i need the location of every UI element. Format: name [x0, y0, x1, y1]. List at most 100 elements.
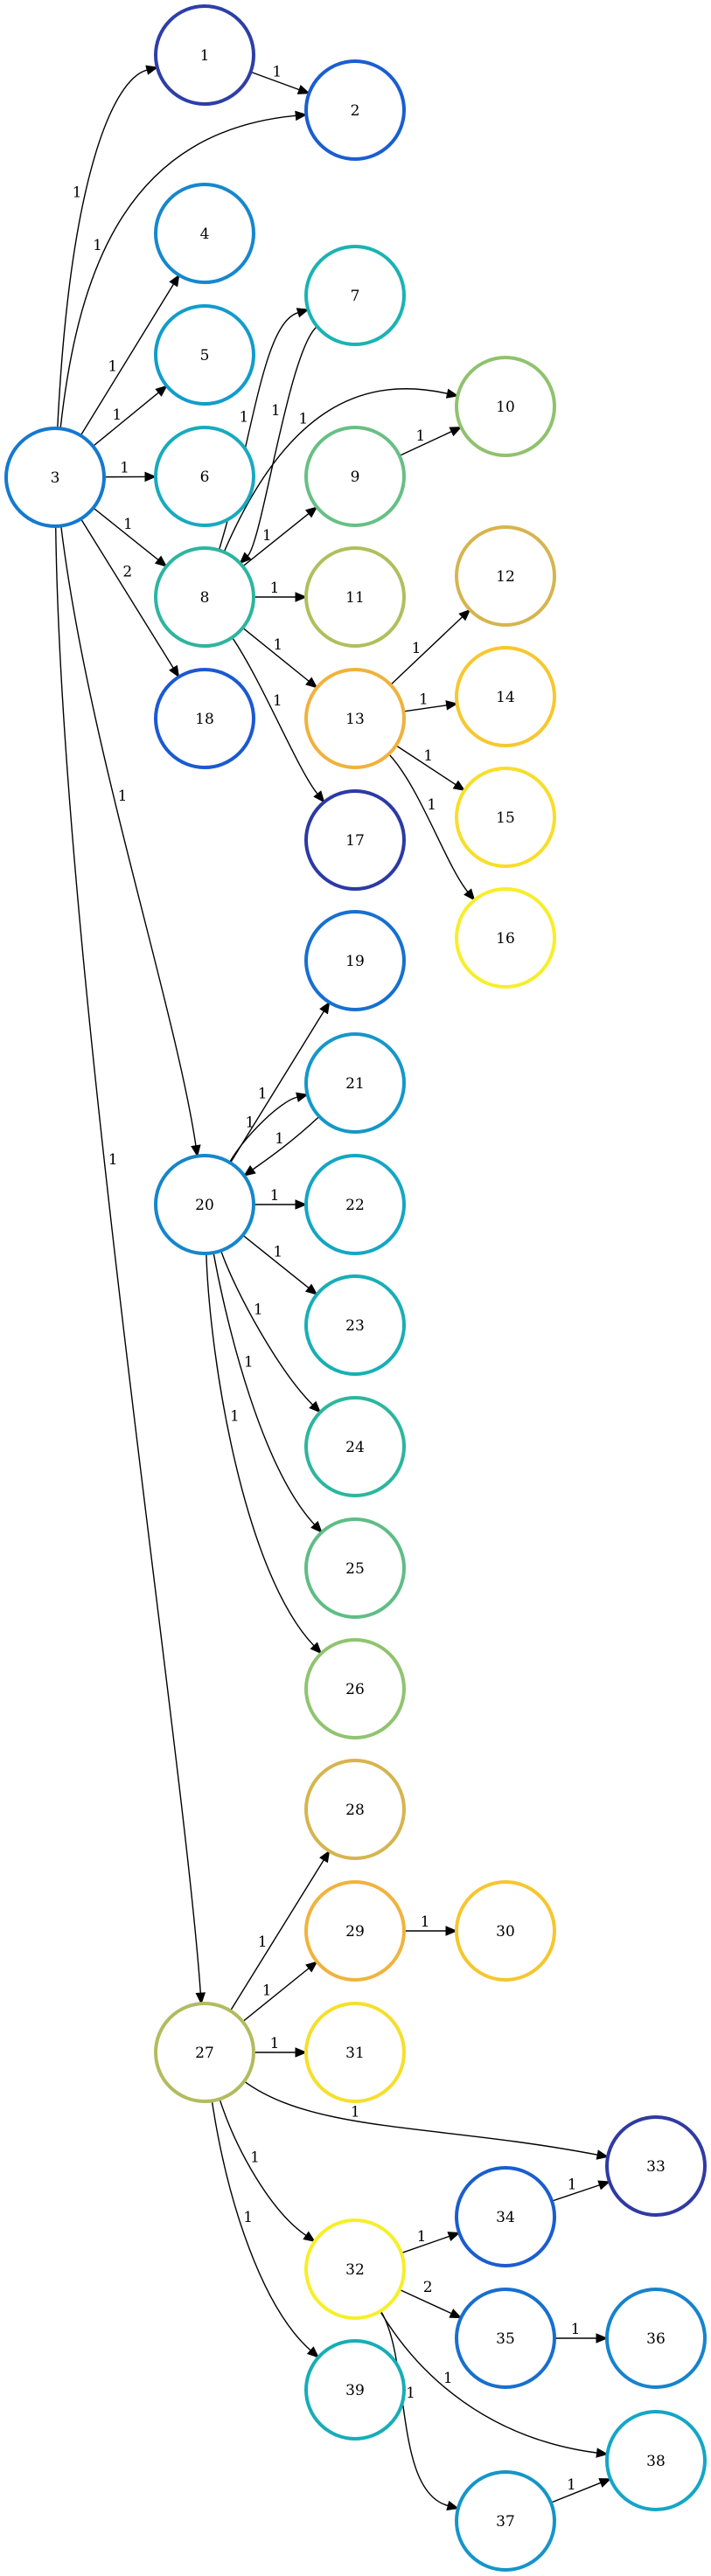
- edge-weight-label: 1: [244, 1354, 254, 1371]
- node-2[interactable]: 2: [304, 59, 406, 161]
- node-21[interactable]: 21: [304, 1032, 406, 1134]
- edge-32-to-37: 1: [380, 2310, 460, 2510]
- node-32[interactable]: 32: [304, 2218, 406, 2320]
- edge-line: [401, 2235, 450, 2254]
- node-8[interactable]: 8: [154, 546, 255, 648]
- node-label: 18: [195, 711, 214, 728]
- node-circle: [304, 59, 406, 161]
- edge-line: [243, 2080, 598, 2156]
- edge-weight-label: 1: [273, 636, 282, 654]
- edge-20-to-26: 1: [206, 1253, 323, 1655]
- arrowhead-icon: [446, 2500, 460, 2510]
- edge-20-to-25: 1: [213, 1252, 323, 1533]
- edge-21-to-20: 1: [243, 1115, 320, 1177]
- node-circle: [154, 304, 255, 406]
- node-label: 25: [345, 1560, 365, 1578]
- arrowhead-icon: [596, 2149, 610, 2160]
- edge-weight-label: 1: [108, 358, 117, 376]
- node-33[interactable]: 33: [605, 2115, 707, 2217]
- node-5[interactable]: 5: [154, 304, 255, 406]
- edge-27-to-31: 1: [254, 2035, 308, 2058]
- node-37[interactable]: 37: [455, 2470, 556, 2572]
- node-16[interactable]: 16: [455, 887, 556, 989]
- node-28[interactable]: 28: [304, 1759, 406, 1860]
- node-19[interactable]: 19: [304, 910, 406, 1011]
- edge-7-to-8: 1: [239, 325, 318, 565]
- arrowhead-icon: [304, 1283, 318, 1295]
- node-30[interactable]: 30: [455, 1880, 556, 1982]
- node-label: 13: [345, 711, 365, 728]
- edge-weight-label: 1: [258, 1086, 268, 1103]
- node-12[interactable]: 12: [455, 525, 556, 627]
- node-17[interactable]: 17: [304, 789, 406, 891]
- arrowhead-icon: [319, 1001, 331, 1015]
- node-15[interactable]: 15: [455, 767, 556, 868]
- arrowhead-icon: [295, 110, 308, 122]
- arrowhead-icon: [445, 700, 458, 711]
- node-26[interactable]: 26: [304, 1638, 406, 1739]
- node-24[interactable]: 24: [304, 1396, 406, 1497]
- node-label: 20: [195, 1197, 214, 1214]
- node-11[interactable]: 11: [304, 546, 406, 648]
- node-31[interactable]: 31: [304, 2002, 406, 2103]
- node-39[interactable]: 39: [304, 2339, 406, 2441]
- edge-line: [550, 2482, 602, 2503]
- node-7[interactable]: 7: [304, 245, 406, 346]
- edge-weight-label: 1: [230, 1407, 240, 1425]
- edge-weight-label: 1: [423, 747, 433, 765]
- node-10[interactable]: 10: [455, 356, 556, 457]
- node-label: 22: [345, 1197, 365, 1214]
- node-circle: [304, 1032, 406, 1134]
- node-circle: [154, 1154, 255, 1255]
- node-36[interactable]: 36: [605, 2288, 707, 2389]
- edge-27-to-32: 1: [219, 2099, 316, 2243]
- node-label: 28: [345, 1802, 365, 1819]
- edge-8-to-11: 1: [253, 580, 308, 602]
- node-label: 14: [496, 689, 515, 706]
- edge-35-to-36: 1: [554, 2321, 609, 2343]
- node-18[interactable]: 18: [154, 668, 255, 769]
- edge-weight-label: 1: [262, 1982, 272, 2000]
- node-35[interactable]: 35: [455, 2288, 556, 2389]
- edge-8-to-9: 1: [242, 506, 318, 567]
- node-13[interactable]: 13: [304, 668, 406, 769]
- node-23[interactable]: 23: [304, 1274, 406, 1376]
- node-circle: [605, 2115, 707, 2217]
- node-circle: [304, 789, 406, 891]
- node-22[interactable]: 22: [304, 1154, 406, 1255]
- node-27[interactable]: 27: [154, 2002, 255, 2103]
- arrowhead-icon: [191, 1144, 201, 1157]
- arrowhead-icon: [306, 2346, 320, 2358]
- edge-weight-label: 1: [123, 516, 133, 533]
- node-25[interactable]: 25: [304, 1517, 406, 1619]
- arrowhead-icon: [597, 2180, 611, 2191]
- node-29[interactable]: 29: [304, 1880, 406, 1982]
- arrowhead-icon: [449, 427, 463, 437]
- edge-line: [213, 1252, 316, 1525]
- node-circle: [455, 525, 556, 627]
- node-34[interactable]: 34: [455, 2166, 556, 2267]
- edge-32-to-34: 1: [401, 2228, 461, 2254]
- node-circle: [304, 2218, 406, 2320]
- node-label: 36: [646, 2330, 666, 2348]
- node-4[interactable]: 4: [154, 183, 255, 284]
- arrowhead-icon: [195, 1992, 206, 2005]
- node-3[interactable]: 3: [4, 427, 106, 528]
- edge-3-to-5: 1: [92, 385, 168, 448]
- edge-weight-label: 1: [240, 409, 249, 427]
- node-label: 33: [646, 2158, 666, 2176]
- node-label: 8: [200, 589, 210, 607]
- node-20[interactable]: 20: [154, 1154, 255, 1255]
- node-circle: [154, 183, 255, 284]
- arrowhead-icon: [447, 2232, 461, 2241]
- edge-20-to-23: 1: [242, 1234, 318, 1295]
- node-9[interactable]: 9: [304, 426, 406, 527]
- node-1[interactable]: 1: [154, 4, 255, 106]
- node-38[interactable]: 38: [605, 2410, 707, 2511]
- node-6[interactable]: 6: [154, 426, 255, 527]
- node-14[interactable]: 14: [455, 646, 556, 747]
- edge-line: [395, 745, 457, 786]
- edge-weight-label: 1: [250, 2149, 260, 2167]
- edge-line: [211, 2100, 311, 2351]
